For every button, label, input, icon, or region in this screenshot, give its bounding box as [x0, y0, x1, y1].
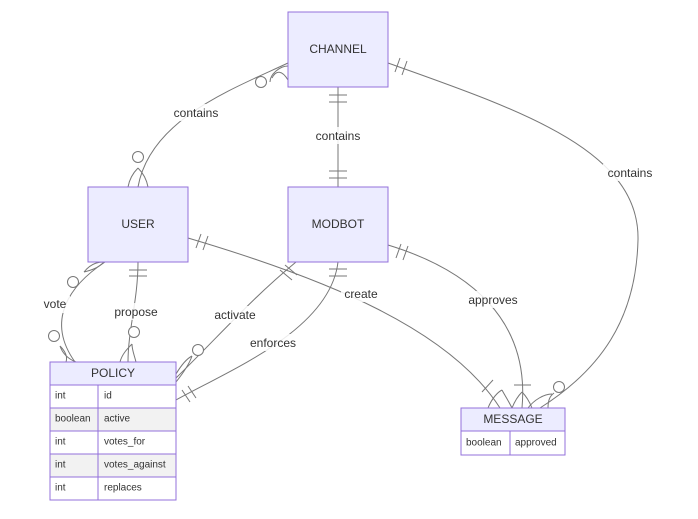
cardinality-circle — [192, 344, 204, 356]
cardinality-markers — [48, 57, 565, 409]
entity-channel-box — [287, 11, 389, 88]
cardinality-circle — [48, 330, 60, 342]
entity-user[interactable]: USER — [87, 186, 189, 263]
attribute-type: boolean — [466, 438, 502, 449]
line-modbot-policy-enforces — [175, 261, 339, 401]
entity-user-box — [87, 186, 189, 263]
attribute-type: int — [55, 437, 66, 448]
attribute-name: votes_for — [104, 437, 146, 448]
label-user-policy-propose: propose — [114, 305, 158, 319]
attribute-row: int votes_against — [49, 453, 177, 478]
entity-modbot-name: MODBOT — [312, 217, 365, 231]
attribute-row: int replaces — [49, 476, 177, 501]
attribute-row: boolean active — [49, 407, 177, 432]
attribute-row: boolean approved — [460, 430, 566, 456]
label-modbot-policy-activate: activate — [214, 308, 256, 322]
line-modbot-message-approves — [387, 244, 524, 409]
attribute-name: replaces — [104, 483, 142, 494]
entity-modbot[interactable]: MODBOT — [287, 186, 389, 263]
label-channel-message: contains — [608, 166, 653, 180]
label-user-message-create: create — [344, 287, 378, 301]
label-channel-modbot: contains — [316, 129, 361, 143]
cardinality-circle — [132, 151, 144, 163]
relationship-labels: contains contains contains vote propose … — [40, 104, 657, 351]
cardinality-circle — [128, 326, 140, 338]
attribute-name: votes_against — [104, 460, 166, 471]
label-user-policy-vote: vote — [44, 297, 67, 311]
attribute-row: int id — [49, 384, 177, 409]
attribute-name: approved — [515, 438, 557, 449]
entity-modbot-box — [287, 186, 389, 263]
entity-user-name: USER — [121, 217, 155, 231]
attribute-name: id — [104, 391, 112, 402]
attribute-type: int — [55, 460, 66, 471]
attribute-type: boolean — [55, 414, 91, 425]
line-channel-message — [387, 62, 639, 409]
cardinality-circle — [67, 276, 79, 288]
entity-policy[interactable]: POLICY int id boolean active int votes_f… — [49, 361, 177, 501]
line-user-message-create — [187, 237, 501, 409]
label-channel-user: contains — [174, 106, 219, 120]
attribute-type: int — [55, 391, 66, 402]
cardinality-circle — [553, 381, 565, 393]
cardinality-circle — [255, 76, 267, 88]
attribute-name: active — [104, 414, 131, 425]
attribute-row: int votes_for — [49, 430, 177, 455]
entity-channel-name: CHANNEL — [309, 42, 367, 56]
entity-channel[interactable]: CHANNEL — [287, 11, 389, 88]
entity-policy-name: POLICY — [91, 366, 135, 380]
entity-message[interactable]: MESSAGE boolean approved — [460, 407, 566, 456]
label-modbot-policy-enforces: enforces — [250, 336, 296, 350]
label-modbot-message-approves: approves — [468, 293, 517, 307]
attribute-type: int — [55, 483, 66, 494]
entity-message-name: MESSAGE — [483, 412, 542, 426]
